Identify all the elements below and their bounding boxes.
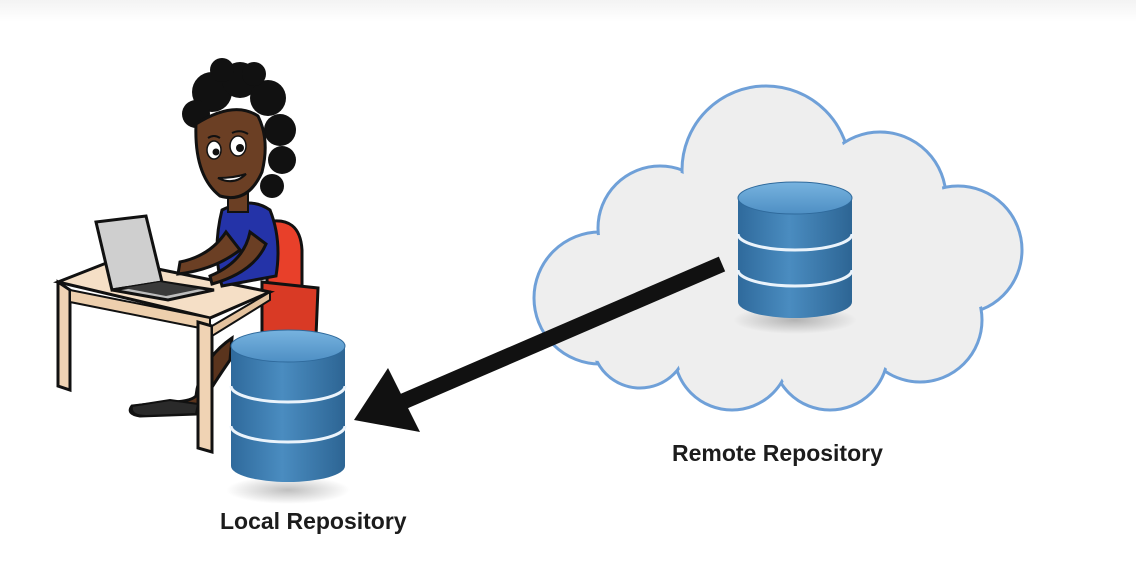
top-band — [0, 0, 1136, 22]
person-at-laptop-icon — [52, 58, 320, 454]
remote-database-icon — [733, 181, 857, 334]
cloud-icon — [532, 84, 1024, 412]
local-repository-label: Local Repository — [220, 508, 407, 534]
remote-repository-label: Remote Repository — [672, 440, 883, 466]
arrow-left-icon — [354, 256, 726, 432]
local-database-icon — [226, 329, 350, 504]
